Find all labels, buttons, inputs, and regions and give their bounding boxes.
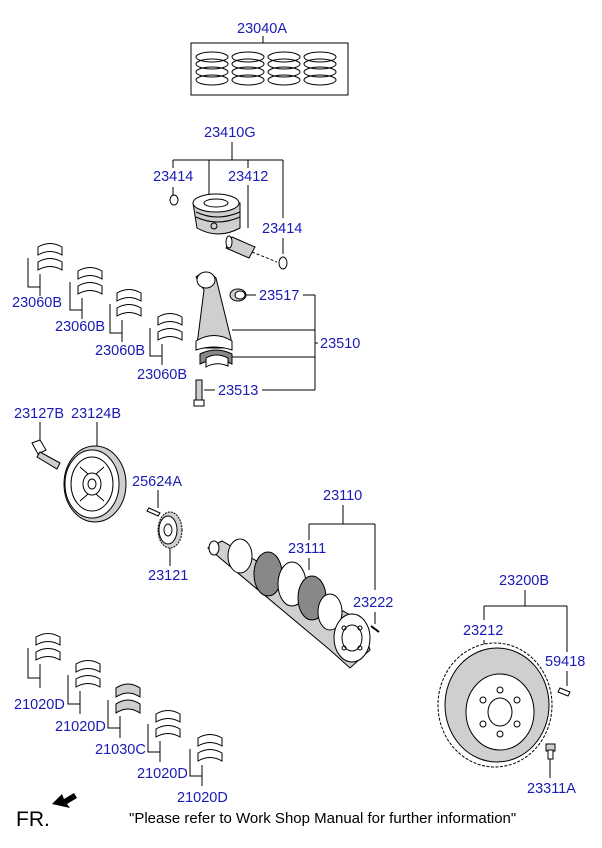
snap-ring-left-part[interactable] [169, 194, 179, 206]
main-bearing-21020D-d[interactable] [197, 734, 223, 762]
ring-set-part[interactable] [190, 42, 349, 96]
label-23060B-d[interactable]: 23060B [137, 367, 187, 383]
label-23222[interactable]: 23222 [353, 595, 393, 611]
crank-pulley-part[interactable] [63, 445, 127, 523]
dowel-part[interactable] [557, 687, 571, 697]
label-25624A[interactable]: 25624A [132, 474, 182, 490]
crankshaft-part[interactable] [207, 538, 371, 669]
label-23060B-c[interactable]: 23060B [95, 343, 145, 359]
front-direction-label: FR. [16, 808, 50, 831]
label-23410G[interactable]: 23410G [204, 125, 256, 141]
label-23110[interactable]: 23110 [323, 488, 362, 504]
label-23212[interactable]: 23212 [463, 623, 503, 639]
label-23060B-b[interactable]: 23060B [55, 319, 105, 335]
footer-note: "Please refer to Work Shop Manual for fu… [129, 810, 516, 827]
label-21020D-a[interactable]: 21020D [14, 697, 65, 713]
main-bearing-21020D-b[interactable] [75, 660, 101, 688]
label-23040A[interactable]: 23040A [237, 21, 287, 37]
pin-part[interactable] [370, 625, 380, 633]
connecting-rod-part[interactable] [195, 271, 233, 368]
label-23124B[interactable]: 23124B [71, 406, 121, 422]
snap-ring-right-part[interactable] [278, 256, 288, 270]
label-21020D-b[interactable]: 21020D [55, 719, 106, 735]
label-21020D-c[interactable]: 21020D [137, 766, 188, 782]
bearing-23060B-b[interactable] [77, 267, 103, 295]
label-23412[interactable]: 23412 [228, 169, 268, 185]
label-23414-left[interactable]: 23414 [153, 169, 193, 185]
label-23121[interactable]: 23121 [148, 568, 188, 584]
label-59418[interactable]: 59418 [545, 654, 585, 670]
pulley-bolt-part[interactable] [31, 439, 61, 470]
label-23200B[interactable]: 23200B [499, 573, 549, 589]
label-21030C[interactable]: 21030C [95, 742, 146, 758]
sprocket-part[interactable] [157, 511, 183, 549]
bushing-part[interactable] [229, 288, 247, 302]
flywheel-bolt-part[interactable] [545, 743, 556, 760]
label-23517[interactable]: 23517 [259, 288, 299, 304]
piston-pin-part[interactable] [225, 235, 256, 259]
label-23111[interactable]: 23111 [288, 541, 326, 557]
bearing-23060B-d[interactable] [157, 313, 183, 341]
label-23311A[interactable]: 23311A [527, 781, 576, 797]
label-21020D-d[interactable]: 21020D [177, 790, 228, 806]
label-23513[interactable]: 23513 [218, 383, 258, 399]
main-bearing-21020D-c[interactable] [155, 710, 181, 738]
thrust-bearing-21030C[interactable] [115, 683, 141, 714]
piston-part[interactable] [192, 193, 241, 235]
conrod-bolt-part[interactable] [193, 379, 205, 407]
flywheel-part[interactable] [437, 642, 553, 768]
woodruff-key-part[interactable] [146, 507, 161, 517]
bearing-23060B-a[interactable] [37, 243, 63, 271]
label-23510[interactable]: 23510 [320, 336, 360, 352]
label-23060B-a[interactable]: 23060B [12, 295, 62, 311]
bearing-23060B-c[interactable] [116, 289, 142, 317]
label-23127B[interactable]: 23127B [14, 406, 64, 422]
arrow-down-left-icon [52, 793, 77, 808]
label-23414-right[interactable]: 23414 [262, 221, 302, 237]
main-bearing-21020D-a[interactable] [35, 633, 61, 661]
